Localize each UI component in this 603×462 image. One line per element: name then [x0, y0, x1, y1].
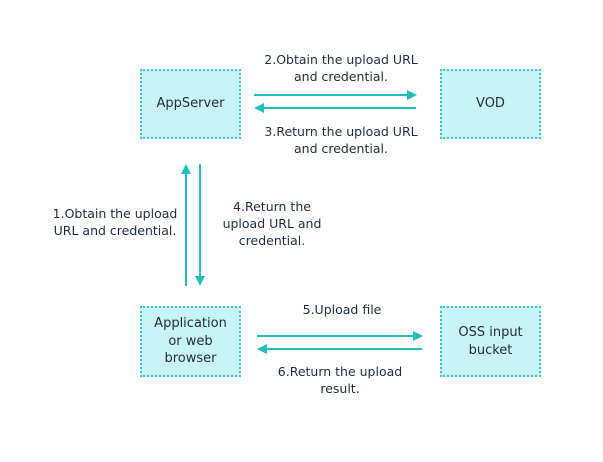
node-application: Application or web browser [140, 306, 241, 377]
node-appserver: AppServer [140, 69, 241, 139]
label-step5: 5.Upload file [302, 302, 382, 317]
label-step6: 6.Return the upload result. [277, 364, 403, 396]
label-step4: 4.Return the upload URL and credential. [222, 199, 322, 248]
label-step2: 2.Obtain the upload URL and credential. [264, 52, 418, 84]
node-vod: VOD [440, 69, 541, 139]
label-step1: 1.Obtain the upload URL and credential. [52, 206, 178, 238]
label-step3: 3.Return the upload URL and credential. [264, 124, 418, 156]
node-oss-input-bucket: OSS input bucket [440, 306, 541, 377]
